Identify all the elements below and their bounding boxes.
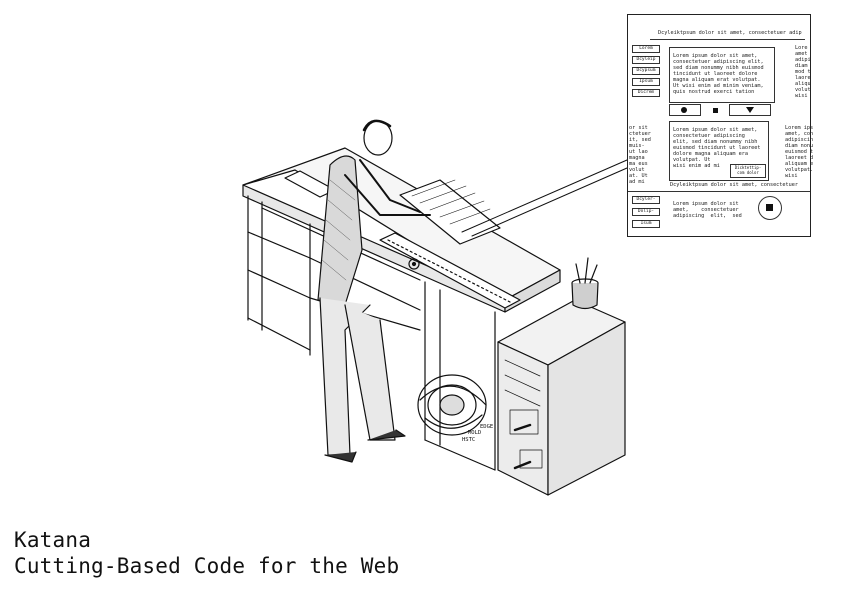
sheet-side-button-3[interactable]: Dcypsum (632, 67, 660, 75)
sheet-dropdown-button[interactable] (729, 104, 771, 116)
drafting-illustration: EDGE MOLD HSTC (242, 119, 628, 496)
sheet-footer-line: Dcyleiktpsum dolor sit amet, consectetue… (670, 182, 799, 188)
pencil-cup (571, 257, 599, 310)
sheet-right-text: Lorem ips amet, con adipiscin diam nonu … (785, 125, 814, 179)
sheet-small-button[interactable]: Dicktettip- com dolor (730, 164, 766, 178)
sheet-top-right-text: Lore amet adipi diam mod t laore aliqu v… (795, 45, 811, 99)
sheet-main-text: Lorem ipsum dolor sit amet, consectetuer… (673, 53, 764, 95)
sheet-center-text: Lorem ipsum dolor sit amet, consectetuer… (673, 127, 761, 169)
machine-label-mold: MOLD (468, 430, 481, 436)
sheet-bottom-button-1[interactable]: Dcyler- (632, 196, 660, 204)
sheet-header-text: Dcyleiktpsum dolor sit amet, consectetue… (658, 30, 802, 36)
record-icon (681, 107, 687, 113)
caption-title: Katana (14, 528, 92, 552)
layout-sheet-inset: Dcyleiktpsum dolor sit amet, consectetue… (627, 14, 814, 237)
sheet-record-button[interactable] (669, 104, 701, 116)
computer-tower (417, 299, 626, 496)
sheet-bottom-button-3[interactable]: Isum (632, 220, 660, 228)
sheet-center-text-box: Lorem ipsum dolor sit amet, consectetuer… (669, 121, 769, 181)
machine-label-hstc: HSTC (462, 437, 475, 443)
draftsman-figure (317, 119, 431, 463)
sheet-side-button-2[interactable]: Dcyleip (632, 56, 660, 64)
caption: Katana Cutting-Based Code for the Web (14, 527, 399, 579)
sheet-bottom-button-2[interactable]: Dolip- (632, 208, 660, 216)
stop-square-icon (766, 204, 773, 211)
sheet-side-button-1[interactable]: Lorem (632, 45, 660, 53)
triangle-down-icon (746, 107, 754, 113)
sheet-side-button-4[interactable]: Ipsum (632, 78, 660, 86)
sheet-circle-button[interactable] (758, 196, 782, 220)
sheet-bottom-text: Lorem ipsum dolor sit amet, consectetuer… (673, 201, 742, 219)
sheet-left-text: or sit ctetuer it, sed muis- ut lao magn… (629, 125, 651, 185)
caption-subtitle: Cutting-Based Code for the Web (14, 554, 400, 578)
sheet-side-button-5[interactable]: Dicrem (632, 89, 660, 97)
sheet-main-text-box: Lorem ipsum dolor sit amet, consectetuer… (669, 47, 775, 103)
machine-label-edge: EDGE (480, 424, 493, 430)
stop-icon (713, 108, 718, 113)
